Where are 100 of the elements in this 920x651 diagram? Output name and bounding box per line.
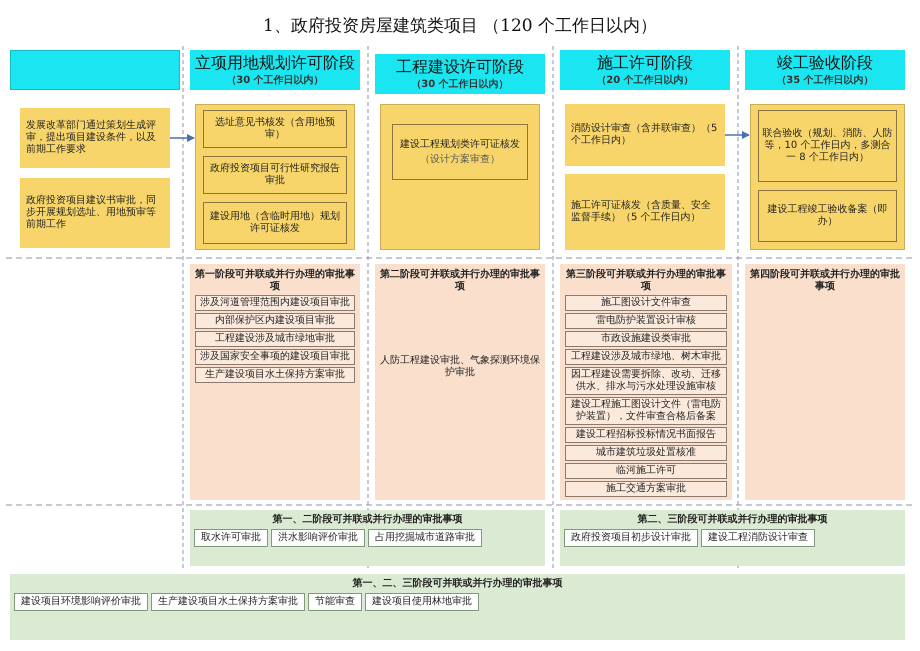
node-text: 建设工程施工图设计文件（雷电防护装置），文件审查合格后备案 — [570, 399, 722, 423]
stage-box — [10, 50, 180, 90]
node-text: 工程建设涉及城市绿地审批 — [214, 333, 336, 345]
item-box — [565, 397, 727, 425]
stage-header — [560, 50, 730, 90]
process-box — [380, 104, 540, 250]
heading-text: 竣工验收阶段 — [777, 52, 873, 72]
heading-text: 工程建设许可阶段 — [396, 56, 524, 76]
item-box — [565, 481, 727, 497]
node-text: 因工程建设需要拆除、改动、迁移供水、排水与污水处理设施审核 — [570, 369, 722, 393]
heading-text: 第二、三阶段可并联或并行办理的审批事项 — [636, 514, 828, 526]
process-box — [203, 202, 347, 244]
node-text: 建设工程招标投标情况书面报告 — [575, 429, 717, 441]
node-text: 施工图设计文件审查 — [600, 297, 692, 309]
node-text: （20 个工作日以内） — [596, 75, 694, 88]
item-box — [701, 529, 815, 547]
item-box — [368, 529, 482, 547]
node-text: 政府投资项目建议书审批，同步开展规划选址、用地预审等前期工作 — [26, 195, 157, 231]
node-text: 涉及河道管理范围内建设项目审批 — [199, 297, 351, 309]
heading-text: 第四阶段可并联或并行办理的审批事项 — [750, 269, 900, 293]
node-text: 建设工程规划类许可证核发 — [400, 138, 520, 150]
stage-header — [375, 54, 545, 94]
item-box — [565, 349, 727, 365]
item-box — [151, 593, 305, 611]
node-text: 取水许可审批 — [201, 532, 261, 544]
process-box — [565, 174, 725, 250]
node-text: （设计方案审查） — [420, 154, 500, 166]
process-box — [392, 124, 528, 180]
node-text: 建设项目使用林地审批 — [372, 596, 472, 608]
item-box — [565, 463, 727, 479]
node-text: 选址意见书核发（含用地预审） — [214, 117, 336, 141]
node-text: 城市建筑垃圾处置核准 — [595, 447, 697, 459]
arrow — [725, 131, 750, 139]
node-text: 内部保护区内建设项目审批 — [214, 315, 336, 327]
node-text: 建设项目环境影响评价审批 — [21, 596, 141, 608]
node-text: 涉及国家安全事项的建设项目审批 — [199, 351, 351, 363]
node-text: 联合验收（规划、消防、人防等，10 个工作日内，多测合一 8 个工作日内） — [762, 128, 893, 164]
node-text: 消防设计审查（含并联审查）（5 个工作日内） — [571, 123, 718, 147]
item-box — [14, 593, 148, 611]
node-text: （35 个工作日以内） — [776, 75, 874, 88]
stage-header — [190, 50, 360, 90]
node-text: 建设工程消防设计审查 — [708, 532, 808, 544]
parallel-panel — [745, 264, 905, 500]
node-text: 施工交通方案审批 — [605, 483, 687, 495]
item-box — [194, 529, 268, 547]
process-box — [20, 108, 170, 168]
heading-text: 第一阶段可并联或并行办理的审批事项 — [195, 269, 355, 293]
item-box — [564, 529, 698, 547]
process-box — [758, 110, 897, 182]
process-box — [20, 178, 170, 248]
parallel-panel — [560, 264, 732, 500]
heading-text: 立项用地规划许可阶段 — [195, 52, 355, 72]
process-box — [758, 190, 897, 242]
title: 1、政府投资房屋建筑类项目 （120 个工作日以内） — [262, 15, 658, 37]
item-box — [195, 349, 355, 365]
node-text: 临河施工许可 — [615, 465, 677, 477]
item-box — [365, 593, 479, 611]
node-text: 施工许可证核发（含质量、安全监督手续）（5 个工作日内） — [571, 200, 712, 224]
process-box — [750, 104, 905, 250]
item-box — [565, 427, 727, 443]
node-text: 占用挖掘城市道路审批 — [375, 532, 475, 544]
node-text: 节能审查 — [315, 596, 355, 608]
item-box — [271, 529, 365, 547]
node-text: （30 个工作日以内） — [226, 75, 324, 88]
process-box — [203, 156, 347, 194]
heading-text: 第二阶段可并联或并行办理的审批事项 — [380, 269, 540, 293]
item-box — [195, 367, 355, 383]
item-box — [565, 331, 727, 347]
item-box — [195, 331, 355, 347]
parallel-panel — [375, 264, 545, 500]
node-text: 发展改革部门通过策划生成评审，提出项目建设条件，以及前期工作要求 — [26, 120, 157, 156]
node-text: 市政设施建设类审批 — [600, 333, 692, 345]
node-text: 建设工程竣工验收备案（即办） — [766, 204, 888, 228]
heading-text: 第一、二、三阶段可并联或并行办理的审批事项 — [352, 578, 564, 590]
item-box — [195, 313, 355, 329]
process-box — [565, 104, 725, 166]
item-box — [565, 445, 727, 461]
parallel-panel — [10, 574, 905, 640]
item-box — [565, 367, 727, 395]
heading-text: 施工许可阶段 — [597, 52, 693, 72]
node-text: 人防工程建设审批、气象探测环境保护审批 — [380, 355, 540, 379]
node-text: 建设用地（含临时用地）规划许可证核发 — [209, 211, 341, 235]
heading-text: 第三阶段可并联或并行办理的审批事项 — [565, 269, 727, 293]
process-box — [203, 110, 347, 148]
node-text: 雷电防护装置设计审核 — [595, 315, 697, 327]
item-box — [565, 295, 727, 311]
item-box — [308, 593, 362, 611]
arrow — [170, 134, 195, 142]
parallel-panel — [560, 510, 905, 566]
process-box — [195, 104, 355, 250]
node-text: 政府投资项目初步设计审批 — [571, 532, 691, 544]
parallel-panel — [190, 510, 545, 566]
node-text: 政府投资项目可行性研究报告审批 — [209, 163, 341, 187]
node-text: （30 个工作日以内） — [411, 79, 509, 92]
parallel-panel — [190, 264, 360, 500]
node-text: 工程建设涉及城市绿地、树木审批 — [570, 351, 722, 363]
node-text: 生产建设项目水土保持方案审批 — [204, 369, 346, 381]
item-box — [565, 313, 727, 329]
node-text: 生产建设项目水土保持方案审批 — [158, 596, 298, 608]
stage-header — [745, 50, 905, 90]
